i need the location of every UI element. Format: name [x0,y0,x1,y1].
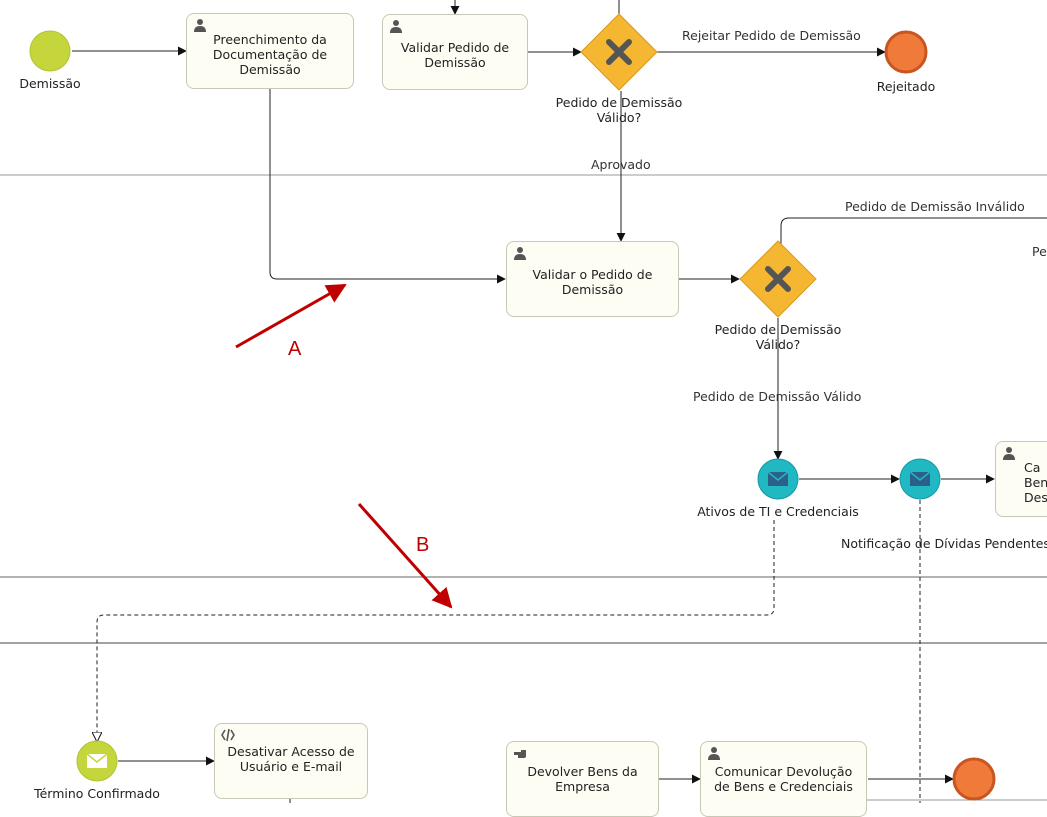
flow-label-valido: Pedido de Demissão Válido [693,389,862,404]
task-label-line: Ca [1024,459,1041,475]
task-label-line: Devolver Bens da [527,764,638,779]
flow-invalido [780,217,1047,246]
task-label-line: Demissão [561,282,624,297]
manual-task-hand-icon [514,750,526,758]
start-event-label: Demissão [19,76,81,91]
end-event-bottom[interactable] [952,757,996,801]
user-task-icon [390,20,402,33]
annotation-label-a: A [288,338,302,360]
message-event-termino-label: Término Confirmado [34,786,160,801]
task-label-line: Desativar Acesso de [227,744,355,759]
task-label-line: Preenchimento da [213,31,327,47]
task-label-line: Comunicar Devolução [714,764,853,779]
gateway-2[interactable] [739,240,817,318]
task-label-line: Validar Pedido de [400,40,510,55]
start-event-demissao[interactable] [29,30,71,72]
flow-label-partial: Pe [1032,244,1047,259]
end-event-rejeitado-label: Rejeitado [876,79,936,94]
gateway-label-line: Válido? [596,110,642,125]
task-label-line: Demissão [424,55,486,70]
message-event-notificacao[interactable] [899,458,941,500]
user-task-icon [1003,447,1015,460]
envelope-icon [767,471,789,486]
annotation-arrows [235,283,453,609]
task-label-line: Empresa [555,779,610,794]
flow-label-invalido: Pedido de Demissão Inválido [845,199,1025,214]
task-label-line: Documentação de [212,46,328,62]
user-task-icon [708,747,720,760]
task-label-line: Demissão [239,61,301,77]
envelope-icon [86,753,108,768]
user-task-icon [194,19,206,32]
gateway-label-line: Válido? [755,337,801,352]
annotation-label-b: B [416,534,430,556]
message-event-notificacao-label: Notificação de Dívidas Pendentes [841,536,1047,551]
flow-preenchimento-to-validar-o [269,89,506,284]
task-label-line: de Bens e Credenciais [714,779,853,794]
task-label-line: Des [1024,489,1047,505]
gateway-label-line: Pedido de Demissão [555,95,683,110]
flow-label-aprovado: Aprovado [591,157,651,172]
user-task-icon [514,247,526,260]
annotation-arrow-a [235,283,347,349]
task-partial-right[interactable]: CaBeneDes [995,441,1047,517]
end-event-rejeitado[interactable] [884,30,928,74]
message-flows [97,500,921,803]
message-flow-ativos-to-termino [97,520,775,741]
message-event-ativos-label: Ativos de TI e Credenciais [697,504,859,519]
exclusive-x-icon [606,39,632,65]
exclusive-x-icon [765,266,791,292]
task-label-line: Validar o Pedido de [532,267,653,282]
annotation-arrow-b [357,503,453,609]
message-event-ativos[interactable] [757,458,799,500]
sequence-flows [72,0,1047,803]
gateway-label-line: Pedido de Demissão [714,322,842,337]
message-event-termino[interactable] [76,740,118,782]
flow-label-rejeitar: Rejeitar Pedido de Demissão [682,28,861,43]
envelope-icon [909,471,931,486]
lane-separators [0,174,1047,801]
task-label-line: Usuário e E-mail [239,759,343,774]
gateway-1[interactable] [580,13,658,91]
task-label-line: Bene [1024,474,1047,490]
script-task-icon [221,728,235,742]
